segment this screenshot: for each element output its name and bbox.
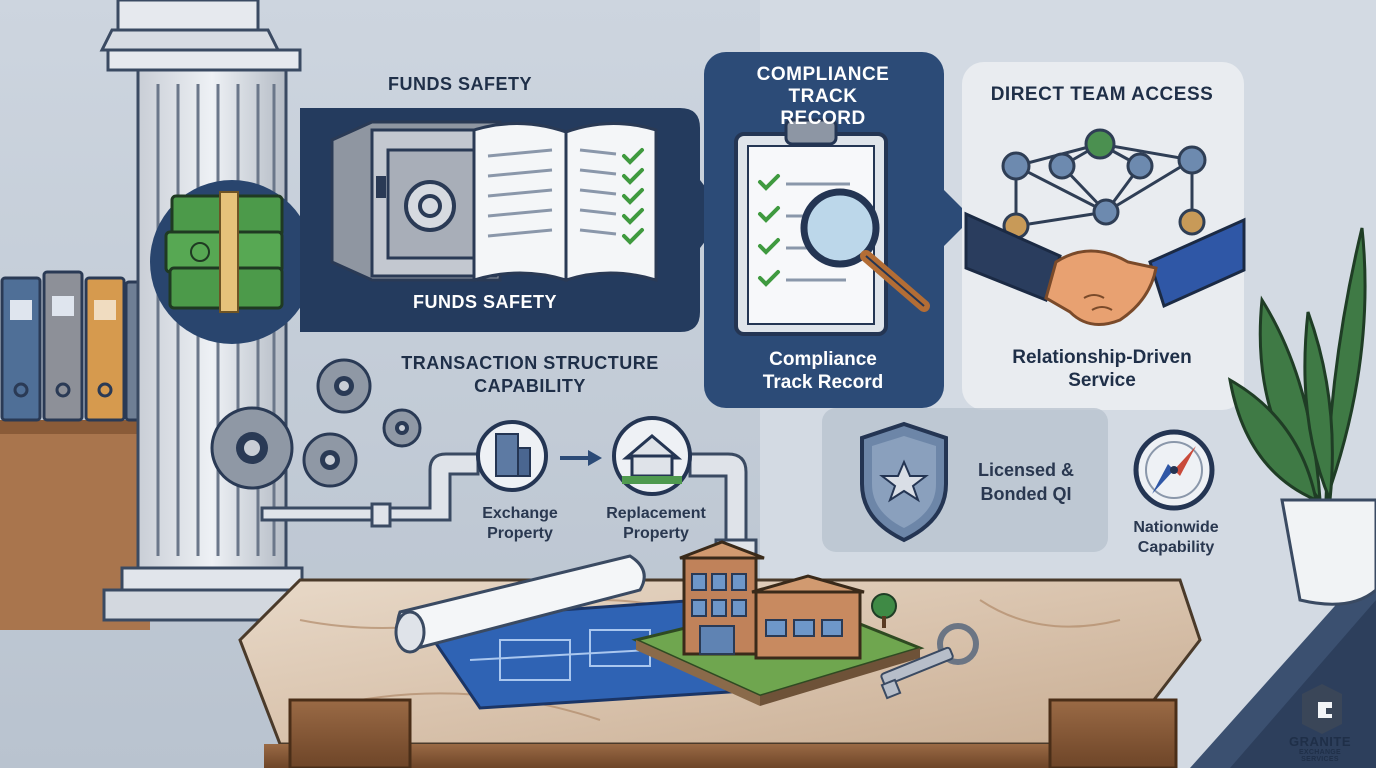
compass-icon bbox=[1133, 429, 1215, 511]
handshake-icon bbox=[964, 211, 1246, 326]
replacement-property-label: Replacement Property bbox=[606, 505, 706, 542]
binders-icon bbox=[0, 270, 152, 630]
shield-star-icon bbox=[860, 421, 948, 543]
team-caption: Relationship-Driven Service bbox=[1012, 347, 1192, 391]
potted-plant-icon bbox=[1227, 227, 1376, 606]
gears-icon bbox=[210, 358, 422, 490]
money-stack-icon bbox=[164, 191, 284, 313]
direct-team-heading: DIRECT TEAM ACCESS bbox=[990, 84, 1214, 105]
blueprint-icon bbox=[394, 554, 763, 710]
funds-safety-heading: FUNDS SAFETY bbox=[387, 74, 532, 94]
house-icon bbox=[612, 416, 692, 496]
open-ledger-icon bbox=[472, 122, 658, 283]
building-model-icon bbox=[631, 540, 925, 706]
funds-safety-caption: FUNDS SAFETY bbox=[412, 292, 557, 312]
transaction-heading: TRANSACTION STRUCTURE CAPABILITY bbox=[401, 353, 659, 396]
office-building-icon bbox=[476, 420, 548, 492]
magnifying-glass-icon bbox=[800, 188, 930, 312]
exchange-property-label: Exchange Property bbox=[482, 505, 558, 542]
network-nodes-icon bbox=[1001, 128, 1207, 240]
compliance-heading: COMPLIANCE TRACK RECORD bbox=[756, 64, 890, 129]
granite-logo-icon bbox=[1302, 684, 1342, 734]
compliance-caption: Compliance Track Record bbox=[762, 349, 884, 393]
licensed-qi-label: Licensed & Bonded QI bbox=[977, 460, 1075, 504]
brand-tagline: EXCHANGE SERVICES bbox=[1298, 749, 1342, 763]
brand-name: GRANITE bbox=[1289, 734, 1351, 749]
key-icon bbox=[880, 623, 979, 700]
nationwide-label: Nationwide Capability bbox=[1133, 519, 1219, 556]
brand-logo: GRANITE EXCHANGE SERVICES bbox=[1280, 686, 1360, 763]
